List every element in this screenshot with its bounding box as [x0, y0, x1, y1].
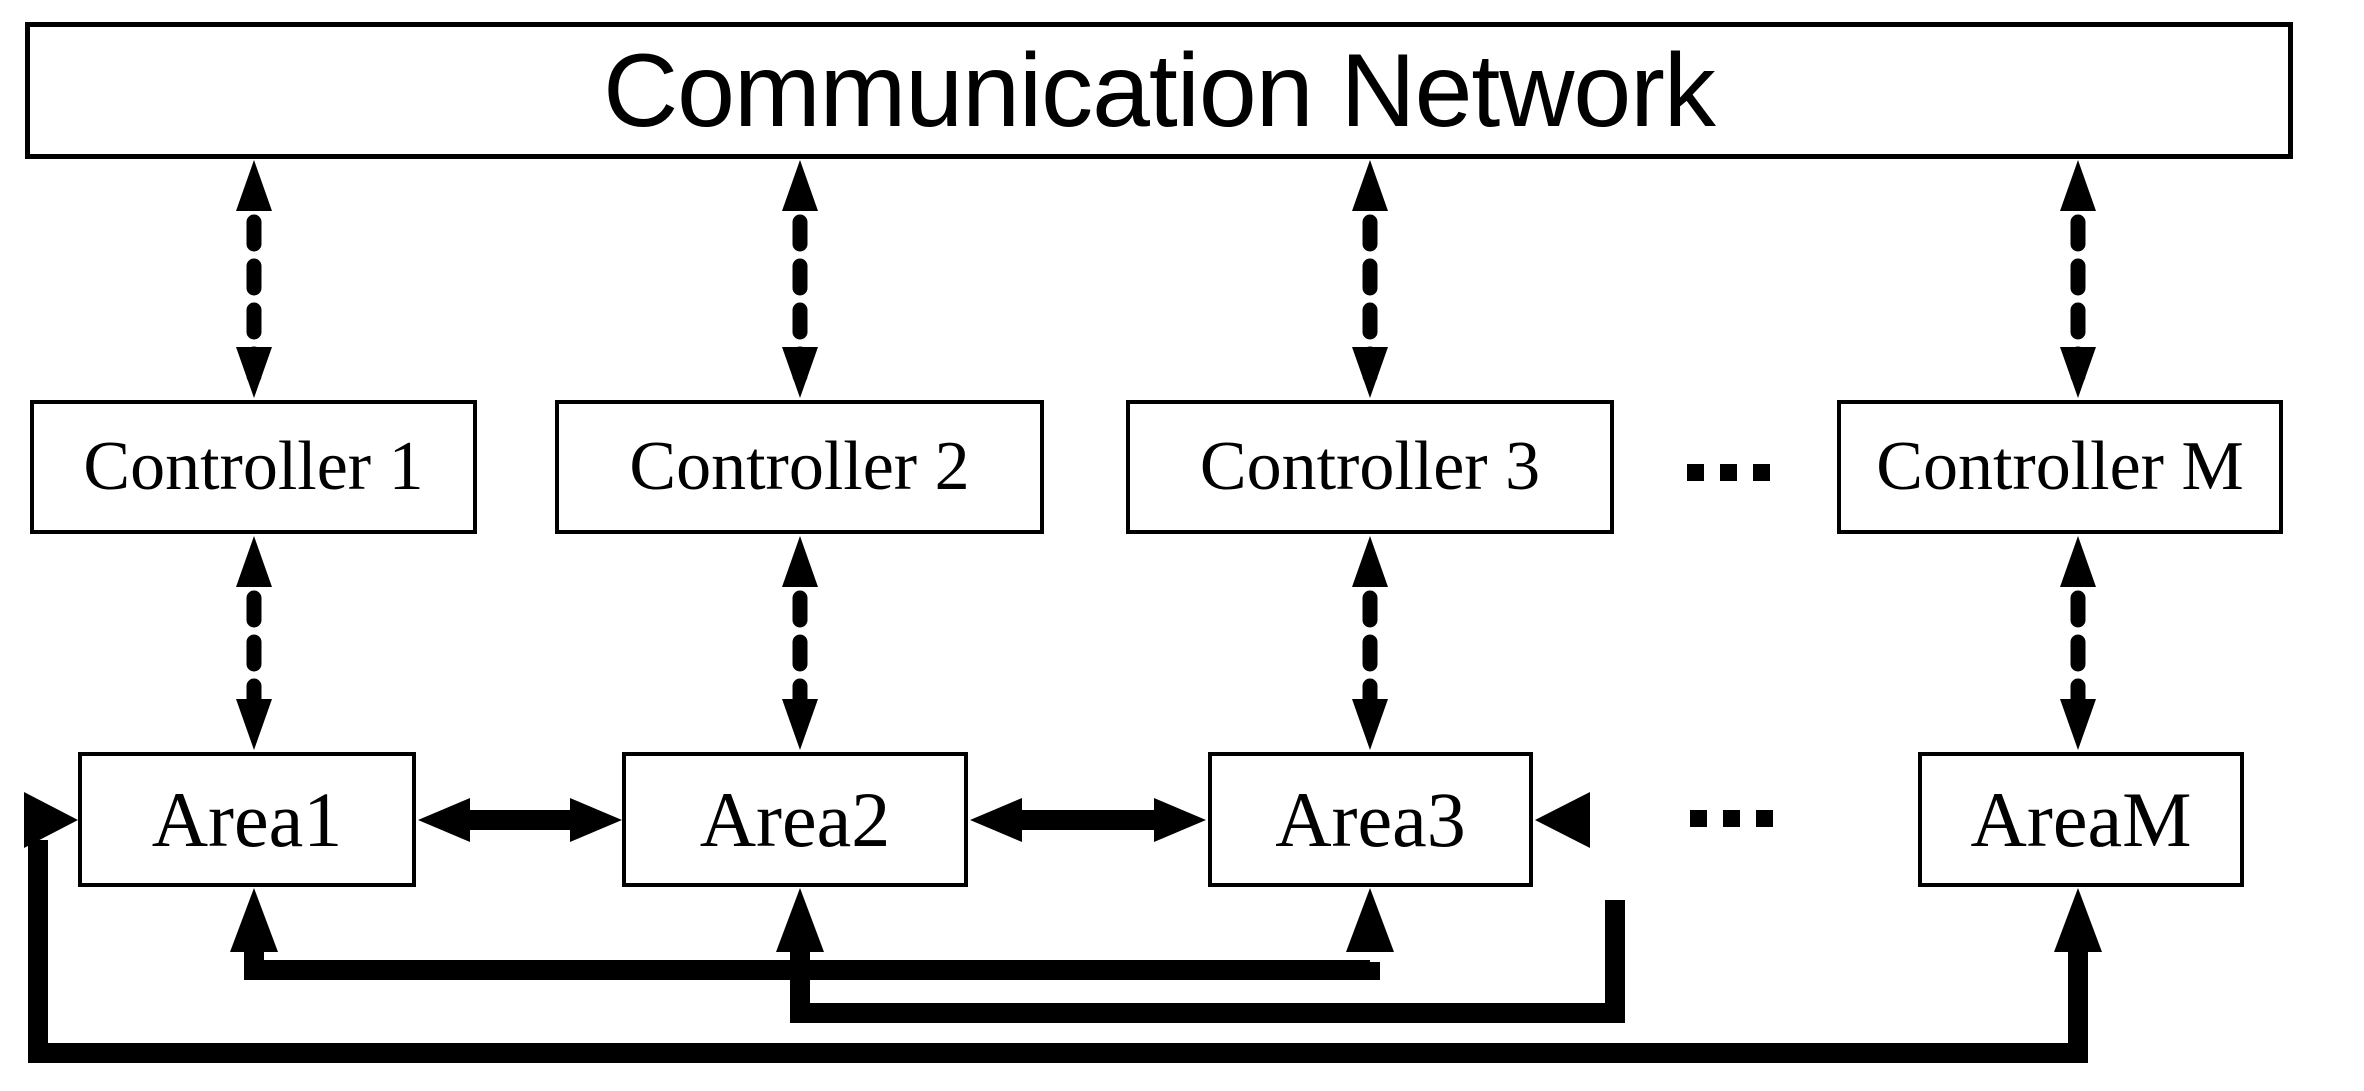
controller-2-label: Controller 2: [629, 428, 970, 505]
feedback-to-area2: [790, 900, 1625, 1023]
area-3-box: Area3: [1208, 752, 1533, 887]
ellipsis-dot-icon: [1723, 810, 1740, 827]
link-controller-1-area-1: [236, 536, 272, 750]
area-3-label: Area3: [1275, 775, 1466, 863]
area-2-label: Area2: [699, 775, 891, 863]
ellipsis-dot-icon: [1753, 464, 1770, 481]
network-controller-links: [236, 160, 2096, 398]
link-area-2-area-3: [970, 798, 1206, 842]
arrowhead-into-aream-bottom: [2054, 888, 2102, 952]
controller-2-box: Controller 2: [555, 400, 1044, 534]
arrowhead-into-area1-bottom: [230, 888, 278, 952]
link-controller-3-area-3: [1352, 536, 1388, 750]
area-ellipsis-icon: [1690, 810, 1773, 827]
area-m-box: AreaM: [1918, 752, 2244, 887]
ellipsis-dot-icon: [1690, 810, 1707, 827]
link-network-controller-m: [2060, 160, 2096, 398]
controller-1-box: Controller 1: [30, 400, 477, 534]
controller-m-label: Controller M: [1876, 428, 2244, 505]
controller-area-links: [236, 536, 2096, 750]
communication-network-box: Communication Network: [25, 22, 2293, 159]
arrowhead-into-area3-bottom: [1346, 888, 1394, 952]
area-m-label: AreaM: [1970, 775, 2192, 863]
ellipsis-dot-icon: [1756, 810, 1773, 827]
controller-ellipsis-icon: [1687, 464, 1770, 481]
controller-m-box: Controller M: [1837, 400, 2283, 534]
arrowhead-into-area2-bottom: [776, 888, 824, 952]
link-network-controller-1: [236, 160, 272, 398]
arrowhead-into-area1-left: [24, 792, 78, 848]
controller-3-label: Controller 3: [1199, 428, 1541, 505]
area-1-box: Area1: [78, 752, 416, 887]
ellipsis-dot-icon: [1720, 464, 1737, 481]
communication-network-label: Communication Network: [603, 32, 1716, 149]
area-1-label: Area1: [151, 775, 343, 863]
ellipsis-dot-icon: [1687, 464, 1704, 481]
link-area-1-area-2: [418, 798, 622, 842]
link-controller-m-area-m: [2060, 536, 2096, 750]
area-2-box: Area2: [622, 752, 968, 887]
arrowhead-into-area3-right: [1535, 792, 1590, 848]
link-controller-2-area-2: [782, 536, 818, 750]
link-network-controller-2: [782, 160, 818, 398]
feedback-area3-to-area1: [244, 920, 1380, 980]
controller-3-box: Controller 3: [1126, 400, 1614, 534]
controller-1-label: Controller 1: [83, 428, 424, 505]
link-network-controller-3: [1352, 160, 1388, 398]
